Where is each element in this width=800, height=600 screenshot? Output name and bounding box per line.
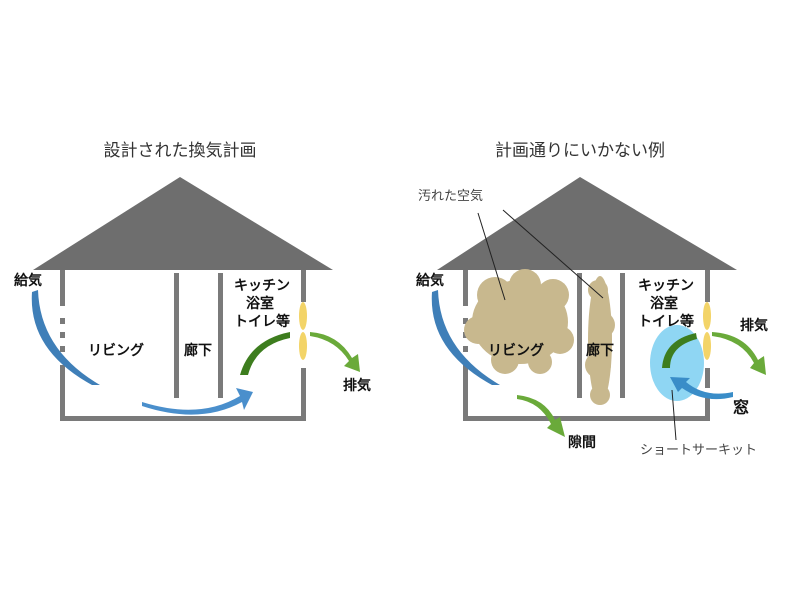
supply-arrow (31, 290, 100, 385)
wall (60, 365, 65, 421)
window-dash (60, 318, 65, 324)
window-inflow-arrow (670, 377, 733, 400)
pointer-line (502, 209, 604, 299)
dirty-air-cloud (585, 276, 615, 405)
wet-area-label: キッチン (638, 278, 694, 294)
floor (60, 416, 306, 421)
exhaust-arrow (712, 332, 766, 375)
corridor-label: 廊下 (586, 342, 614, 359)
fan-icon (299, 302, 307, 330)
wet-area-label: 浴室 (650, 295, 678, 312)
corridor-label: 廊下 (184, 342, 212, 359)
wall (705, 368, 710, 388)
wet-area-label: キッチン (234, 278, 290, 294)
wet-area-label: トイレ等 (234, 313, 290, 330)
window-dash (60, 332, 65, 338)
exhaust-label: 排気 (343, 377, 371, 394)
wall (301, 368, 306, 421)
wet-area-label: トイレ等 (638, 313, 694, 330)
supply-label: 給気 (416, 272, 444, 289)
dirty-air-cloud (464, 269, 574, 374)
wall (463, 270, 468, 306)
partition (174, 273, 179, 398)
wall (60, 270, 65, 306)
right-title: 計画通りにいかない例 (495, 141, 665, 161)
partition (620, 273, 625, 398)
wall (463, 365, 468, 421)
window-dash (60, 346, 65, 352)
pointer-line (671, 389, 677, 441)
exhaust-arrow (310, 332, 360, 372)
partition (577, 273, 582, 398)
designed-plan-house: 設計された換気計画 給気 リビング 廊下 キッチン 浴室 トイレ等 排気 (14, 141, 371, 421)
floor (463, 416, 710, 421)
window-dash (463, 346, 468, 352)
roof (33, 177, 333, 270)
gap-leak-arrow (517, 395, 565, 437)
intake-arrow (662, 333, 697, 368)
roof (437, 177, 737, 270)
wet-area-label: 浴室 (246, 295, 274, 312)
fan-icon (299, 332, 307, 360)
window-label: 窓 (733, 398, 749, 417)
living-label: リビング (88, 342, 144, 359)
wall (301, 270, 306, 302)
window-dash (463, 318, 468, 324)
exhaust-label: 排気 (740, 317, 768, 334)
partition (218, 273, 223, 398)
wall (705, 398, 710, 421)
short-circuit-label: ショートサーキット (640, 443, 757, 458)
pointer-line (477, 212, 506, 301)
supply-flow-arrow (142, 388, 253, 415)
intake-arrow (240, 332, 290, 375)
fan-icon (703, 332, 711, 360)
left-title: 設計された換気計画 (104, 141, 257, 161)
failed-plan-house: 計画通りにいかない例 汚れた空気 給気 (416, 141, 768, 458)
living-label: リビング (488, 342, 544, 359)
short-circuit-zone (650, 325, 704, 401)
fan-icon (703, 302, 711, 330)
dirty-air-label: 汚れた空気 (418, 188, 483, 204)
supply-arrow (431, 290, 500, 385)
gap-label: 隙間 (568, 434, 596, 451)
supply-label: 給気 (14, 272, 42, 289)
wall (705, 270, 710, 302)
